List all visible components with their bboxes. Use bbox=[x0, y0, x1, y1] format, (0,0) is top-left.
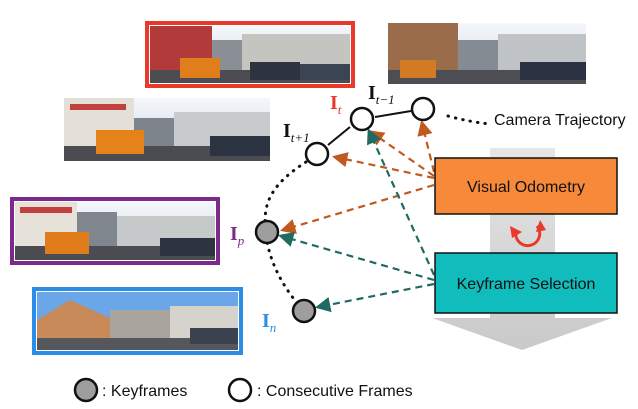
frame-node-t-minus-1 bbox=[410, 96, 436, 122]
keyframe-selection-label: Keyframe Selection bbox=[457, 276, 596, 293]
legend-consecutive-label: : Consecutive Frames bbox=[257, 383, 413, 400]
keyframe-node-n bbox=[291, 298, 317, 324]
frame-image-n bbox=[32, 287, 243, 355]
legend-keyframe-swatch bbox=[73, 377, 99, 403]
label-I-t: It bbox=[330, 92, 342, 117]
refresh-icon bbox=[510, 220, 546, 248]
trajectory-segment-1 bbox=[327, 126, 351, 146]
frame-image-t-plus-1 bbox=[64, 98, 270, 161]
legend: : Keyframes : Consecutive Frames bbox=[73, 377, 413, 403]
ks-arrows bbox=[278, 128, 436, 313]
legend-consecutive-swatch bbox=[227, 377, 253, 403]
trajectory-tail bbox=[446, 114, 492, 126]
label-I-p: Ip bbox=[230, 223, 245, 248]
visual-odometry-label: Visual Odometry bbox=[467, 179, 585, 196]
vo-arrows bbox=[280, 120, 436, 234]
visual-odometry-module: Visual Odometry bbox=[434, 157, 618, 215]
label-I-n: In bbox=[262, 310, 276, 335]
camera-trajectory-label: Camera Trajectory bbox=[494, 112, 626, 129]
pipeline-arrow bbox=[432, 148, 612, 350]
frame-image-p bbox=[10, 197, 220, 265]
label-I-t-minus-1: It−1 bbox=[368, 82, 395, 107]
frame-node-t-plus-1 bbox=[304, 141, 330, 167]
trajectory-past bbox=[263, 160, 308, 312]
legend-keyframes-label: : Keyframes bbox=[102, 383, 187, 400]
frame-node-t bbox=[349, 106, 375, 132]
trajectory-segment-2 bbox=[374, 110, 412, 118]
keyframe-node-p bbox=[254, 219, 280, 245]
keyframe-selection-module: Keyframe Selection bbox=[434, 252, 618, 314]
frame-image-t bbox=[145, 21, 355, 88]
label-I-t-plus-1: It+1 bbox=[283, 120, 310, 145]
frame-image-t-minus-1 bbox=[388, 23, 586, 84]
